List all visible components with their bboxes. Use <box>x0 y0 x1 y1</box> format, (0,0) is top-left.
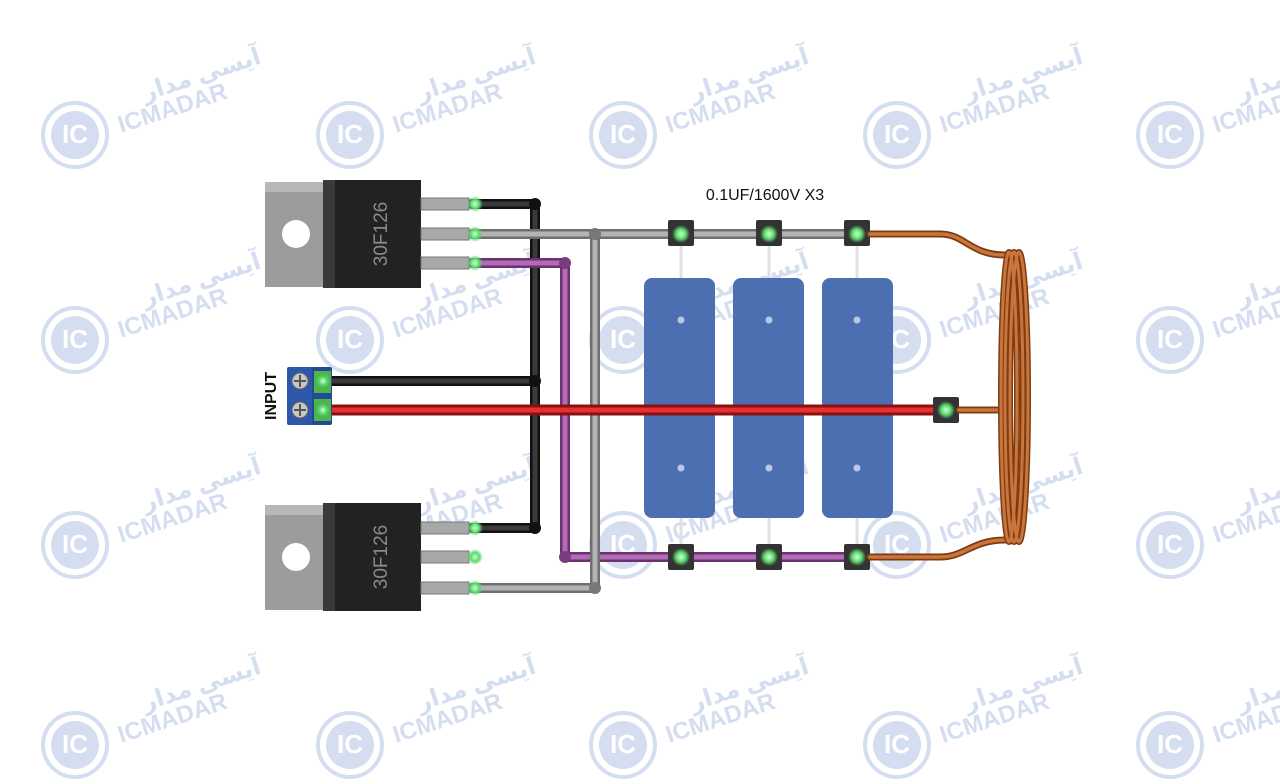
mounting-hole <box>282 220 310 248</box>
capacitor-bank <box>644 234 893 557</box>
chip-body <box>323 503 421 611</box>
wires <box>317 198 951 594</box>
chip-body <box>323 180 421 288</box>
transistor-label: 30F126 <box>371 525 392 589</box>
screw-icon <box>291 372 309 390</box>
svg-text:IC: IC <box>1157 324 1183 354</box>
svg-text:IC: IC <box>610 324 636 354</box>
junction-dot <box>559 551 571 563</box>
transistor-q1: 30F126 <box>265 180 483 288</box>
capacitor-label: 0.1UF/1600V X3 <box>706 187 824 204</box>
svg-text:IC: IC <box>337 119 363 149</box>
svg-text:IC: IC <box>1157 729 1183 759</box>
junction-dot <box>529 375 541 387</box>
svg-text:IC: IC <box>337 324 363 354</box>
solder-pads <box>668 220 959 570</box>
capacitor-c1 <box>644 278 715 518</box>
svg-text:IC: IC <box>337 729 363 759</box>
svg-text:IC: IC <box>1157 529 1183 559</box>
junction-dot <box>529 522 541 534</box>
svg-text:IC: IC <box>610 119 636 149</box>
svg-text:IC: IC <box>884 729 910 759</box>
svg-text:IC: IC <box>62 729 88 759</box>
wire-black <box>318 199 540 533</box>
junction-dot <box>589 582 601 594</box>
transistor-label: 30F126 <box>371 202 392 266</box>
svg-text:IC: IC <box>884 119 910 149</box>
input-label: INPUT <box>263 372 280 420</box>
svg-text:IC: IC <box>62 529 88 559</box>
junction-dot <box>589 228 601 240</box>
mounting-hole <box>282 543 310 571</box>
junction-dot <box>559 257 571 269</box>
input-terminal-block: INPUT <box>263 367 332 425</box>
svg-text:IC: IC <box>62 119 88 149</box>
screw-icon <box>291 401 309 419</box>
capacitor-c2 <box>733 278 804 518</box>
svg-text:IC: IC <box>1157 119 1183 149</box>
svg-text:IC: IC <box>610 729 636 759</box>
transistor-q2: 30F126 <box>265 503 483 611</box>
junction-dot <box>529 198 541 210</box>
capacitor-c3 <box>822 278 893 518</box>
work-coil <box>866 230 1031 561</box>
svg-text:IC: IC <box>62 324 88 354</box>
